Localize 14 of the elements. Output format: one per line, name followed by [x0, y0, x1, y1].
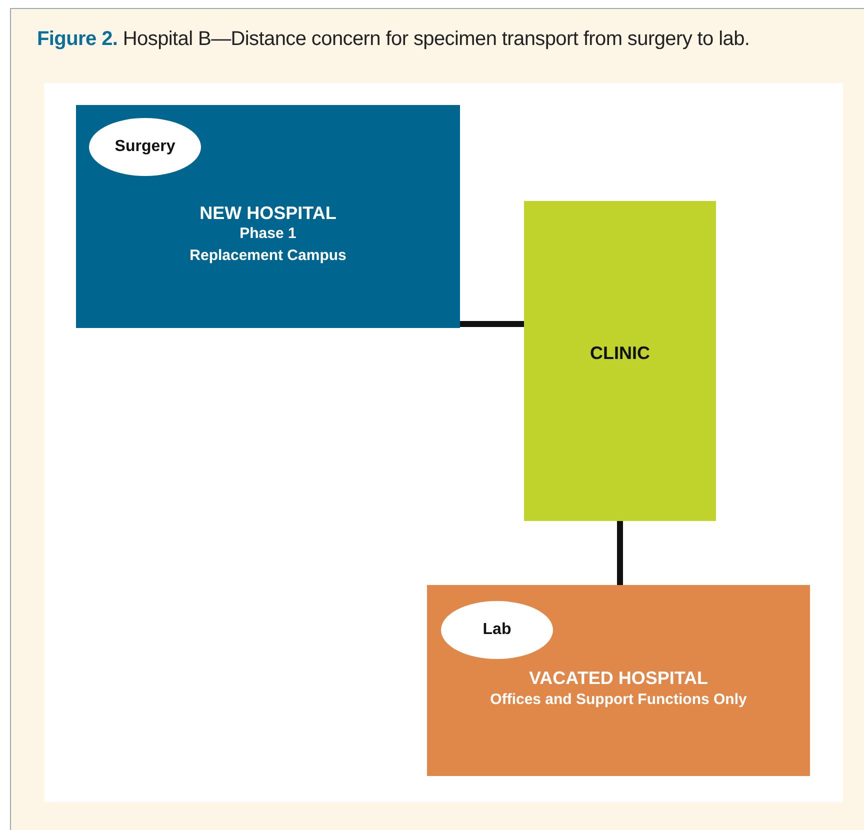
figure-caption: Figure 2. Hospital B—Distance concern for specimen transport from surgery to lab. [37, 28, 750, 51]
location-label: Lab [482, 621, 512, 639]
building-description: Phase 1 [238, 225, 298, 242]
building-description: Offices and Support Functions Only [489, 691, 748, 708]
connector-line [460, 321, 524, 327]
building-box [76, 105, 460, 328]
building-name: NEW HOSPITAL [198, 203, 338, 224]
building-name: CLINIC [589, 343, 651, 364]
building-box [427, 585, 810, 776]
connector-line [617, 521, 623, 585]
building-box [524, 201, 716, 521]
building-description: Replacement Campus [188, 247, 348, 264]
location-label: Surgery [114, 138, 176, 156]
building-name: VACATED HOSPITAL [528, 668, 709, 689]
